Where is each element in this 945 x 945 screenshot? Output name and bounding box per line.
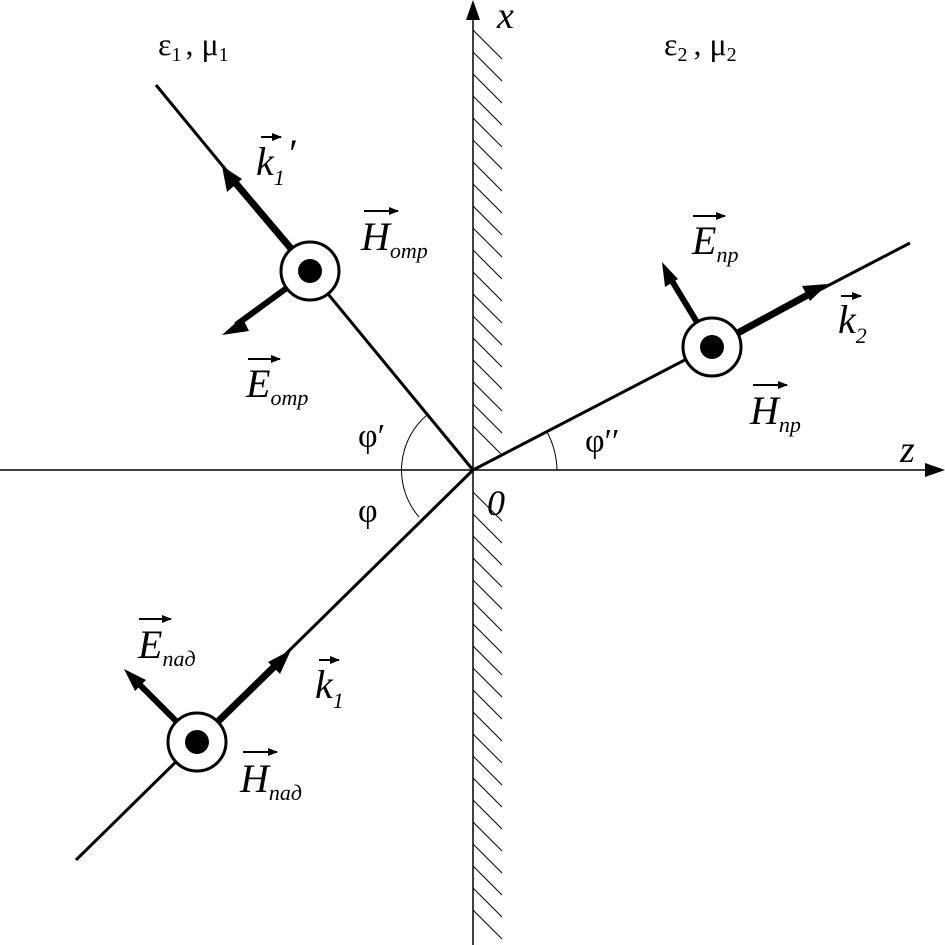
H-reflected-sub: отр	[390, 238, 428, 263]
angle-arc-incident-reflected	[401, 414, 428, 518]
z-axis-arrowhead	[925, 463, 945, 477]
k1-arrowhead	[268, 650, 291, 674]
medium-right-label: ε2,μ2	[664, 26, 737, 66]
k1-base: k	[315, 662, 334, 707]
mu2-index: 2	[727, 44, 737, 66]
svg-text:Hпад: Hпад	[239, 756, 302, 805]
E-incident-sub: пад	[162, 646, 195, 671]
angle-label-incident: φ	[358, 493, 378, 530]
mu2-symbol: μ	[709, 26, 726, 62]
H-incident-symbol-dot	[185, 730, 209, 754]
E-reflected-arrowhead	[222, 317, 249, 335]
svg-text:k1′: k1′	[256, 131, 297, 190]
k1-prime-label: k1′	[256, 131, 297, 190]
svg-text:Hотр: Hотр	[360, 214, 428, 263]
angle-arc-refracted	[546, 431, 558, 471]
svg-text:Hпр: Hпр	[749, 388, 801, 437]
k1-prime-mark: ′	[287, 131, 297, 176]
svg-text:k2: k2	[838, 297, 867, 348]
x-axis-label: x	[496, 0, 514, 37]
H-refracted-base: H	[749, 388, 781, 433]
angle-label-reflected: φ′	[358, 418, 385, 455]
k1-label: k1	[315, 656, 344, 713]
E-reflected-base: E	[245, 361, 270, 406]
H-refracted-label: Hпр	[749, 381, 801, 437]
E-incident-base: E	[137, 622, 162, 667]
k2-sub: 2	[856, 323, 867, 348]
svg-text:k1: k1	[315, 662, 344, 713]
k1-prime-sub: 1	[274, 165, 285, 190]
k1-sub: 1	[333, 688, 344, 713]
svg-text:Eпад: Eпад	[137, 622, 196, 671]
H-refracted-sub: пр	[779, 412, 801, 437]
interface-hatching	[472, 29, 503, 940]
media-left-separator: ,	[185, 26, 193, 62]
k1-prime-base: k	[256, 139, 275, 184]
E-reflected-sub: отр	[270, 385, 308, 410]
E-refracted-base: E	[691, 218, 716, 263]
k2-label: k2	[838, 292, 867, 348]
angle-label-refracted: φ′′	[585, 423, 620, 460]
media-right-separator: ,	[693, 26, 701, 62]
E-reflected-label: Eотр	[245, 355, 308, 410]
k1-prime-arrowhead	[222, 166, 242, 192]
svg-text:Eотр: Eотр	[245, 361, 308, 410]
H-refracted-symbol-dot	[700, 335, 724, 359]
E-incident-label: Eпад	[137, 615, 196, 671]
E-refracted-label: Eпр	[691, 212, 738, 267]
k2-base: k	[838, 297, 857, 342]
H-reflected-label: Hотр	[360, 207, 428, 263]
E-refracted-arrowhead	[662, 262, 678, 287]
H-reflected-symbol-dot	[298, 259, 322, 283]
origin-label: 0	[487, 483, 505, 523]
E-incident-arrowhead	[124, 669, 146, 691]
medium-left-label: ε1,μ1	[158, 26, 229, 66]
eps2-symbol: ε	[664, 26, 677, 62]
H-incident-base: H	[239, 756, 271, 801]
mu1-symbol: μ	[201, 26, 218, 62]
z-axis-label: z	[899, 429, 915, 471]
H-incident-label: Hпад	[239, 748, 302, 805]
x-axis-arrowhead	[466, 0, 480, 20]
eps2-index: 2	[677, 44, 687, 66]
eps1-symbol: ε	[158, 26, 171, 62]
mu1-index: 1	[219, 44, 229, 66]
H-reflected-base: H	[360, 214, 392, 259]
eps1-index: 1	[171, 44, 181, 66]
E-refracted-sub: пр	[716, 242, 738, 267]
H-incident-sub: пад	[269, 780, 302, 805]
svg-text:Eпр: Eпр	[691, 218, 738, 267]
k2-arrowhead	[802, 284, 828, 301]
